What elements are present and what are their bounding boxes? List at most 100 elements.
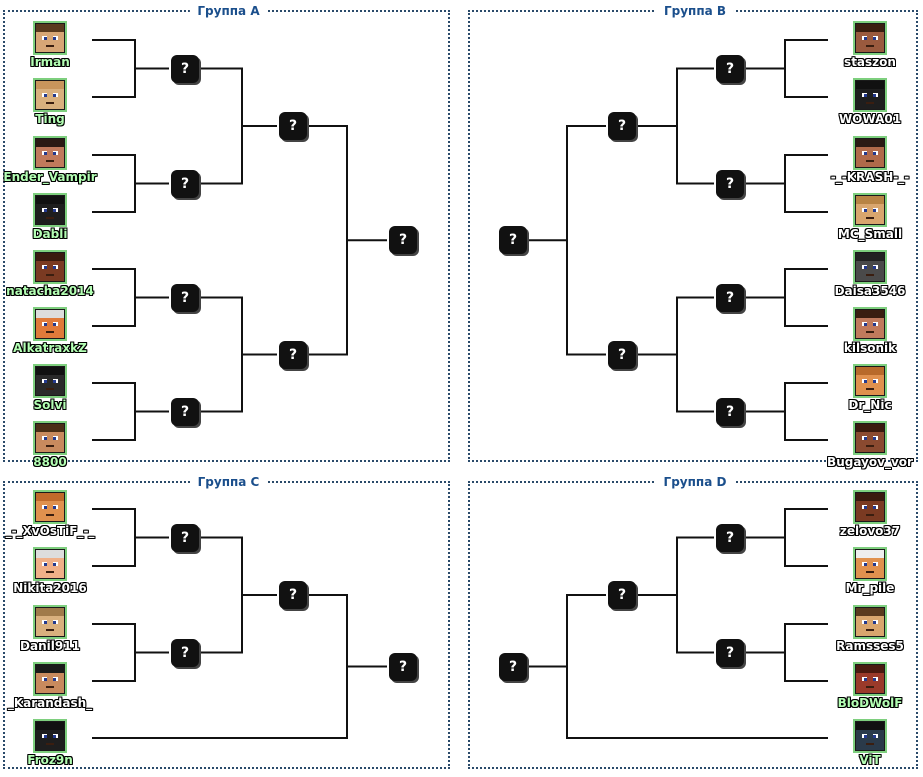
match-slot-r1-2[interactable]: ? <box>716 283 746 314</box>
player-name: WOWA01 <box>838 112 902 126</box>
unknown-winner-icon: ? <box>608 581 636 609</box>
unknown-winner-icon: ? <box>499 652 527 681</box>
player-avatar-icon <box>856 196 884 224</box>
player-entry[interactable]: zelovo37 <box>810 493 923 538</box>
match-slot-final[interactable]: ? <box>389 652 419 683</box>
match-slot-final[interactable]: ? <box>499 226 529 256</box>
player-name: _-_XvOsTiF_-_ <box>5 524 95 538</box>
player-entry[interactable]: ViT <box>810 722 923 767</box>
unknown-winner-icon: ? <box>716 169 744 198</box>
player-entry[interactable]: -_-KRASH-_- <box>810 139 923 184</box>
match-slot-r1-1[interactable]: ? <box>716 169 746 200</box>
unknown-winner-icon: ? <box>171 638 199 667</box>
player-avatar-icon <box>36 81 64 109</box>
match-slot-r2-1[interactable]: ? <box>279 340 309 371</box>
player-entry[interactable]: Ramsses5 <box>810 608 923 653</box>
match-slot-r1-3[interactable]: ? <box>716 397 746 428</box>
player-name: -_-KRASH-_- <box>830 170 910 184</box>
unknown-winner-icon: ? <box>499 226 527 255</box>
player-avatar-icon <box>36 24 64 52</box>
match-slot-r2-1[interactable]: ? <box>608 340 638 371</box>
player-entry[interactable]: MC_Small <box>810 196 923 241</box>
player-entry[interactable]: _Karandash_ <box>0 665 110 710</box>
player-entry[interactable]: Dr_Nic <box>810 367 923 412</box>
player-avatar-icon <box>856 24 884 52</box>
player-entry[interactable]: natacha2014 <box>0 253 110 298</box>
player-entry[interactable]: Dabli <box>0 196 110 241</box>
player-avatar-icon <box>856 81 884 109</box>
player-avatar-icon <box>856 550 884 578</box>
player-entry[interactable]: Ender_Vampir <box>0 139 110 184</box>
player-entry[interactable]: Daisa3546 <box>810 253 923 298</box>
player-entry[interactable]: Ting <box>0 81 110 126</box>
match-slot-r2-0[interactable]: ? <box>279 112 309 142</box>
group-panel-a: Группа А <box>3 3 450 462</box>
player-avatar-icon <box>36 424 64 452</box>
player-name: Daisa3546 <box>834 284 906 298</box>
player-entry[interactable]: Nikita2016 <box>0 550 110 595</box>
player-name: Froz9n <box>27 753 73 767</box>
match-slot-r2-0[interactable]: ? <box>279 581 309 611</box>
player-avatar-icon <box>856 310 884 338</box>
unknown-winner-icon: ? <box>716 283 744 312</box>
player-name: Mr_pile <box>845 581 895 595</box>
player-entry[interactable]: BloDWolF <box>810 665 923 710</box>
match-slot-r1-1[interactable]: ? <box>716 638 746 669</box>
match-slot-r2-0[interactable]: ? <box>608 112 638 142</box>
player-name: zelovo37 <box>839 524 901 538</box>
player-avatar-icon <box>36 310 64 338</box>
player-avatar-icon <box>36 550 64 578</box>
match-slot-final[interactable]: ? <box>499 652 529 683</box>
player-entry[interactable]: _-_XvOsTiF_-_ <box>0 493 110 538</box>
player-entry[interactable]: Mr_pile <box>810 550 923 595</box>
player-entry[interactable]: staszon <box>810 24 923 69</box>
group-panel-c: Группа С <box>3 474 450 769</box>
unknown-winner-icon: ? <box>171 397 199 426</box>
player-entry[interactable]: Irman <box>0 24 110 69</box>
unknown-winner-icon: ? <box>389 226 417 255</box>
match-slot-r2-0[interactable]: ? <box>608 581 638 611</box>
player-avatar-icon <box>36 493 64 521</box>
player-entry[interactable]: 8800 <box>0 424 110 469</box>
player-entry[interactable]: kilsonik <box>810 310 923 355</box>
unknown-winner-icon: ? <box>279 340 307 369</box>
match-slot-r1-1[interactable]: ? <box>171 169 201 200</box>
player-name: 8800 <box>33 455 67 469</box>
match-slot-r1-0[interactable]: ? <box>716 523 746 554</box>
player-name: kilsonik <box>843 341 897 355</box>
unknown-winner-icon: ? <box>608 112 636 140</box>
group-title: Группа D <box>655 474 735 490</box>
player-entry[interactable]: Solvi <box>0 367 110 412</box>
match-slot-r1-1[interactable]: ? <box>171 638 201 669</box>
match-slot-final[interactable]: ? <box>389 226 419 256</box>
match-slot-r1-0[interactable]: ? <box>171 523 201 554</box>
player-name: Irman <box>30 55 70 69</box>
player-name: Dabli <box>32 227 68 241</box>
player-entry[interactable]: AlkatraxkZ <box>0 310 110 355</box>
match-slot-r1-2[interactable]: ? <box>171 283 201 314</box>
player-name: Ender_Vampir <box>3 170 97 184</box>
match-slot-r1-0[interactable]: ? <box>716 54 746 85</box>
player-entry[interactable]: Bugayov_vor <box>810 424 923 469</box>
player-name: Nikita2016 <box>13 581 87 595</box>
player-avatar-icon <box>856 424 884 452</box>
player-entry[interactable]: Danil911 <box>0 608 110 653</box>
player-avatar-icon <box>36 608 64 636</box>
player-avatar-icon <box>856 493 884 521</box>
player-entry[interactable]: WOWA01 <box>810 81 923 126</box>
player-name: _Karandash_ <box>7 696 93 710</box>
player-avatar-icon <box>856 367 884 395</box>
player-entry[interactable]: Froz9n <box>0 722 110 767</box>
player-name: Solvi <box>33 398 67 412</box>
match-slot-r1-0[interactable]: ? <box>171 54 201 85</box>
player-name: natacha2014 <box>6 284 94 298</box>
player-name: Ting <box>35 112 65 126</box>
player-name: MC_Small <box>837 227 903 241</box>
match-slot-r1-3[interactable]: ? <box>171 397 201 428</box>
player-avatar-icon <box>856 253 884 281</box>
group-title: Группа С <box>189 474 268 490</box>
group-title: Группа А <box>189 3 268 19</box>
player-name: ViT <box>859 753 881 767</box>
player-name: Bugayov_vor <box>827 455 913 469</box>
unknown-winner-icon: ? <box>171 169 199 198</box>
